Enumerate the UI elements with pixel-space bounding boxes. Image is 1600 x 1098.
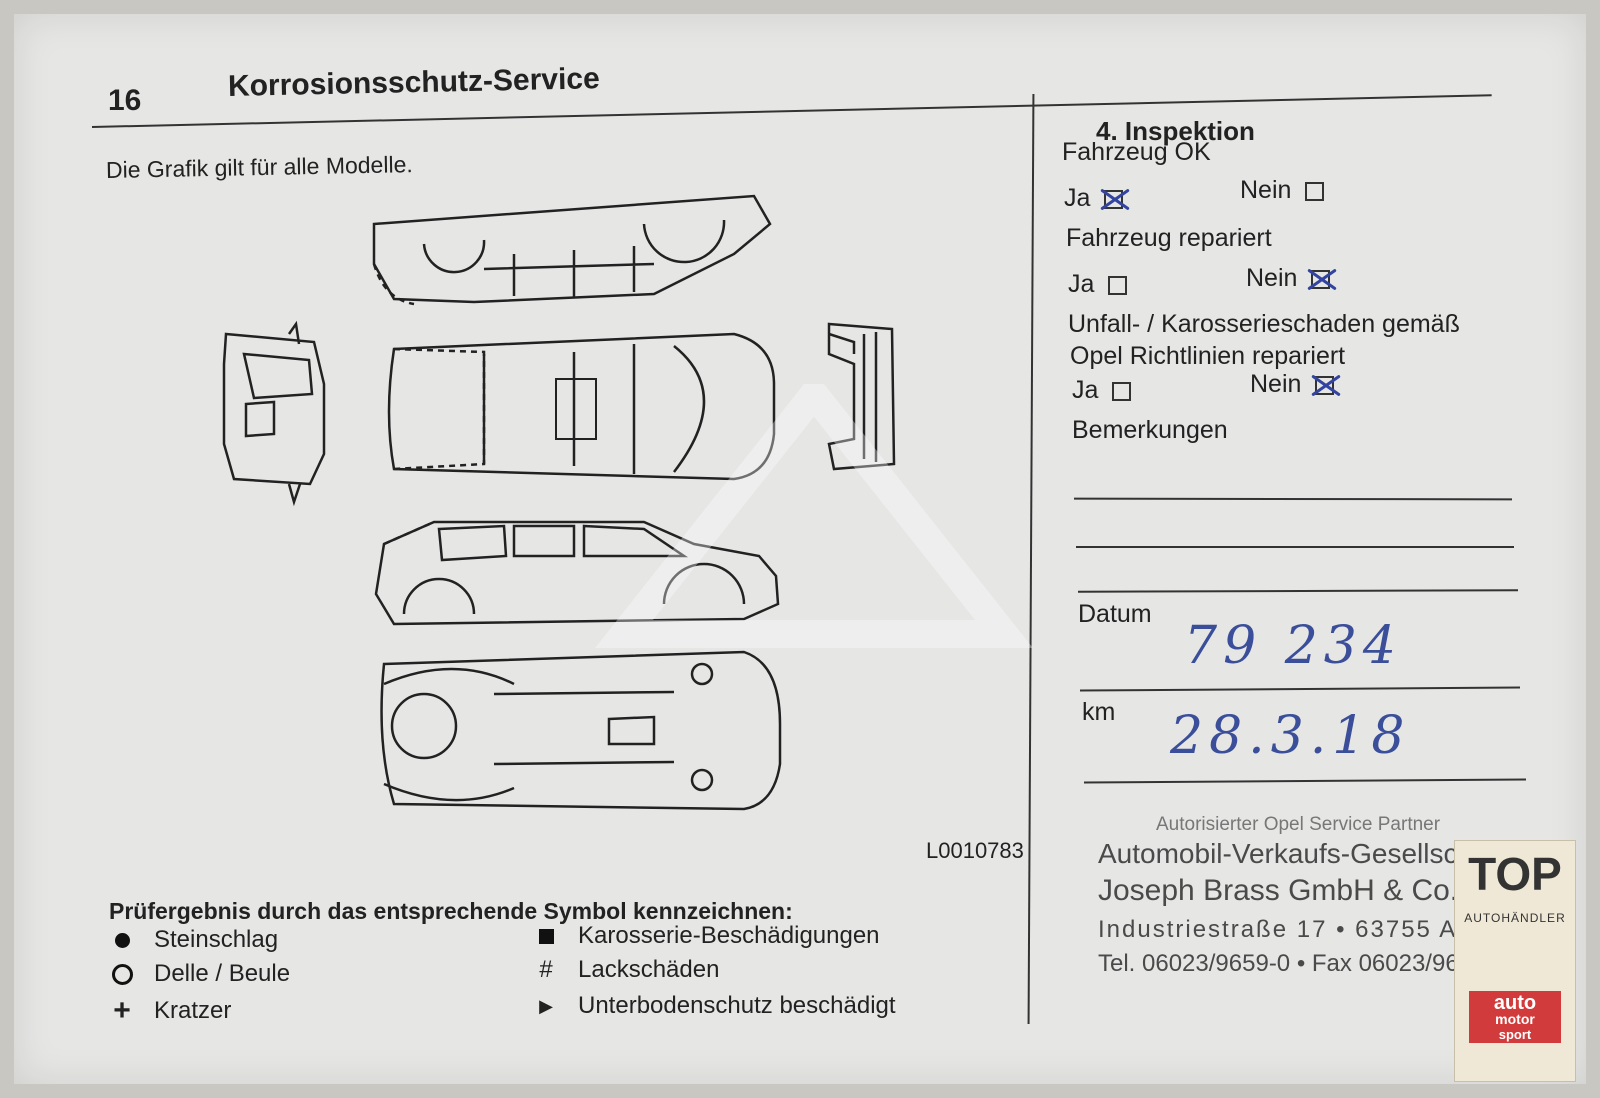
stamp-line-1: Automobil-Verkaufs-Gesellschaft	[1098, 838, 1505, 869]
q2-no: Nein	[1246, 264, 1331, 293]
q1-no: Nein	[1240, 176, 1325, 205]
q3-yes: Ja	[1072, 376, 1132, 405]
car-rear-view	[222, 320, 326, 507]
q2-label: Fahrzeug repariert	[1066, 224, 1272, 252]
km-label: km	[1082, 698, 1116, 726]
car-body-diagram	[222, 194, 896, 811]
legend-item-karosserie: Karosserie-Beschädigungen	[528, 922, 880, 950]
handwritten-km-value: 79 234	[1184, 616, 1402, 676]
legend-item-delle: Delle / Beule	[104, 960, 290, 988]
q3-no: Nein	[1250, 370, 1335, 399]
badge-top-text: TOP	[1468, 848, 1562, 900]
q1-yes-checkbox[interactable]	[1104, 189, 1124, 209]
instruction-text: Prüfergebnis durch das entsprechende Sym…	[109, 898, 793, 924]
stamp-line-0: Autorisierter Opel Service Partner	[1156, 814, 1441, 835]
q3-label-line1: Unfall- / Karosserieschaden gemäß	[1068, 310, 1460, 338]
open-circle-icon	[104, 963, 140, 985]
q3-yes-checkbox[interactable]	[1112, 381, 1132, 401]
q1-label: Fahrzeug OK	[1062, 138, 1211, 166]
q2-yes-checkbox[interactable]	[1108, 275, 1128, 295]
q3-no-checkbox[interactable]	[1315, 375, 1335, 395]
triangle-right-icon: ▶	[539, 995, 553, 1016]
q2-no-checkbox[interactable]	[1311, 269, 1331, 289]
remarks-label: Bemerkungen	[1072, 416, 1228, 444]
q1-no-checkbox[interactable]	[1305, 181, 1325, 201]
intro-text: Die Grafik gilt für alle Modelle.	[105, 151, 413, 183]
km-line	[1083, 778, 1527, 784]
car-side-view	[374, 520, 780, 626]
figure-id: L0010783	[926, 838, 1024, 863]
date-line	[1079, 686, 1521, 692]
auto-motor-sport-logo: auto motor sport	[1469, 991, 1561, 1043]
handwritten-date-value: 28.3.18	[1170, 706, 1411, 766]
q2-yes: Ja	[1068, 270, 1128, 299]
page-number: 16	[108, 84, 142, 117]
filled-circle-icon	[104, 932, 140, 948]
dealer-stamp: Autorisierter Opel Service Partner Autom…	[1098, 814, 1578, 978]
stamp-line-4: Tel. 06023/9659-0 • Fax 06023/96596	[1098, 950, 1499, 977]
car-side-view-inverted	[372, 194, 772, 306]
car-front-view	[827, 322, 896, 471]
filled-square-icon	[528, 928, 564, 944]
remarks-line-3	[1077, 589, 1519, 593]
watermark-logo	[595, 384, 1033, 648]
manual-page: 16 Korrosionsschutz-Service Die Grafik g…	[14, 14, 1586, 1084]
legend-item-lackschaeden: # Lackschäden	[528, 956, 719, 984]
remarks-line-1	[1073, 497, 1513, 501]
date-label: Datum	[1078, 600, 1152, 628]
legend-item-kratzer: + Kratzer	[104, 994, 231, 1028]
q1-yes: Ja	[1064, 184, 1124, 213]
top-dealer-badge: TOP AUTOHÄNDLER auto motor sport	[1454, 840, 1576, 1082]
plus-icon: +	[113, 994, 131, 1027]
hash-icon: #	[539, 956, 553, 983]
stamp-line-2: Joseph Brass GmbH & Co.KG	[1098, 874, 1502, 907]
inspection-heading: 4. Inspektion	[1096, 116, 1255, 146]
legend-item-steinschlag: Steinschlag	[104, 926, 278, 954]
q3-label-line2: Opel Richtlinien repariert	[1070, 342, 1346, 370]
remarks-line-2	[1076, 546, 1514, 548]
badge-subtitle: AUTOHÄNDLER	[1464, 911, 1566, 925]
page-title: Korrosionsschutz-Service	[227, 62, 601, 103]
car-underbody-view	[380, 650, 782, 811]
car-top-view	[387, 332, 776, 481]
legend-item-unterboden: ▶ Unterbodenschutz beschädigt	[528, 992, 895, 1020]
